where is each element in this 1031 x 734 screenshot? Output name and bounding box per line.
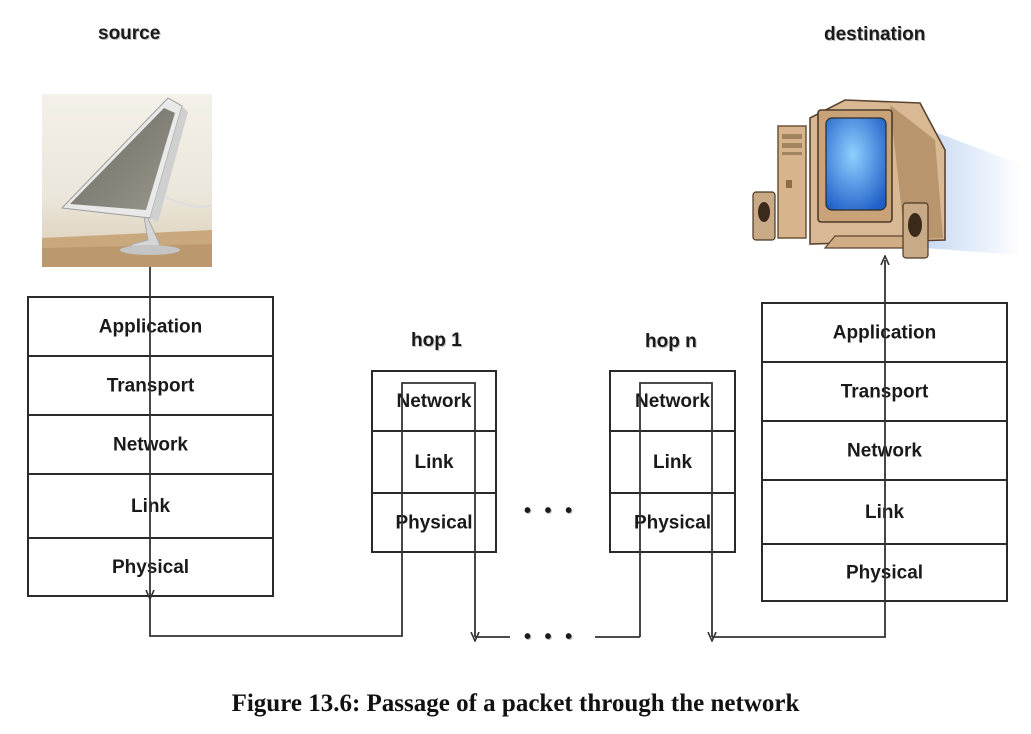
destination-label: destination: [824, 24, 926, 45]
path-to-destination: [712, 260, 885, 638]
hop1-label: hop 1: [411, 330, 462, 351]
hop1-stack-layer-link: Link: [414, 452, 453, 473]
hop1-stack-layer-physical: Physical: [395, 513, 472, 534]
hopn-stack-layer-box: [609, 492, 736, 553]
source-label: source: [98, 23, 161, 44]
path-source-to-hop1: [149, 382, 475, 637]
path-hopn: [639, 382, 712, 637]
figure-caption: Figure 13.6: Passage of a packet through…: [231, 690, 800, 717]
hopn-stack-layer-network: Network: [635, 391, 710, 412]
hop1-stack-layer-box: [371, 492, 497, 553]
hop1-stack-layer-network: Network: [397, 391, 472, 412]
hopn-stack-layer-link: Link: [653, 452, 692, 473]
desktop-computer-icon: [752, 99, 1022, 259]
stacks-ellipsis: • • •: [524, 500, 577, 522]
hopn-label: hop n: [645, 331, 697, 352]
hopn-stack-layer-physical: Physical: [634, 513, 711, 534]
bus-ellipsis: • • •: [524, 626, 577, 648]
packet-path: [150, 260, 885, 637]
laptop-icon: [42, 94, 213, 267]
